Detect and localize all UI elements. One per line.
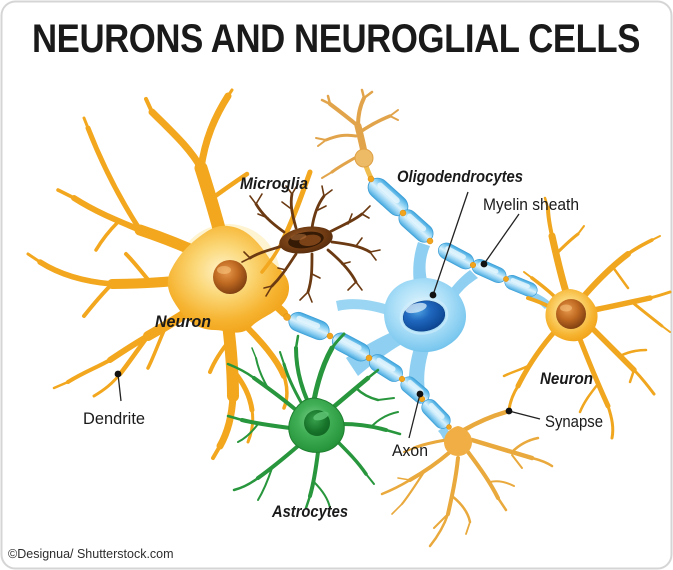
oligodendrocyte-cell: [384, 278, 467, 353]
label-neuron-right: Neuron: [540, 370, 593, 388]
node-of-ranvier: [398, 375, 406, 383]
oligodendrocyte-processes: [336, 242, 551, 443]
neuron-top-cell: [260, 88, 399, 274]
neuron-left-nucleus: [213, 260, 247, 294]
neuron-right-cell: [502, 196, 672, 440]
node-of-ranvier: [326, 332, 334, 340]
credit-text: ©Designua/ Shutterstock.com: [8, 547, 174, 561]
label-myelin-sheath: Myelin sheath: [483, 196, 579, 214]
label-astrocytes: Astrocytes: [271, 503, 348, 521]
microglia-body: [279, 226, 333, 254]
myelin-chain-top: [363, 173, 438, 247]
label-oligodendrocytes: Oligodendrocytes: [397, 168, 523, 186]
label-microglia: Microglia: [240, 175, 308, 193]
axon-terminal-tree: [380, 409, 554, 548]
labels: Microglia Oligodendrocytes Myelin sheath…: [83, 168, 603, 521]
node-of-ranvier: [469, 261, 477, 269]
synapse-pointer-dot: [505, 407, 513, 415]
node-of-ranvier: [365, 354, 373, 362]
page-title: NEURONS AND NEUROGLIAL CELLS: [32, 17, 640, 61]
myelin-sheath-pointer-dot: [480, 260, 488, 268]
node-of-ranvier: [426, 237, 434, 245]
label-axon: Axon: [392, 442, 428, 460]
microglia-cell: [241, 183, 381, 303]
node-of-ranvier: [446, 424, 452, 430]
dendrite-pointer-dot: [114, 370, 122, 378]
neuron-top-soma: [354, 148, 374, 168]
node-of-ranvier: [367, 175, 375, 183]
label-synapse: Synapse: [545, 413, 603, 431]
node-of-ranvier: [503, 276, 509, 282]
label-dendrite: Dendrite: [83, 410, 145, 428]
neuron-left-cell: [26, 88, 290, 460]
astrocyte-cell: [226, 332, 402, 510]
label-neuron-left: Neuron: [155, 313, 211, 331]
axon-pointer-dot: [416, 390, 424, 398]
node-of-ranvier: [283, 313, 291, 321]
myelin-chain-right: [434, 239, 540, 300]
leader-lines: [114, 191, 541, 439]
node-of-ranvier: [399, 209, 407, 217]
axon-terminal-hub: [444, 426, 472, 456]
oligodendrocytes-pointer-dot: [429, 291, 437, 299]
neuron-right-nucleus: [556, 299, 586, 329]
